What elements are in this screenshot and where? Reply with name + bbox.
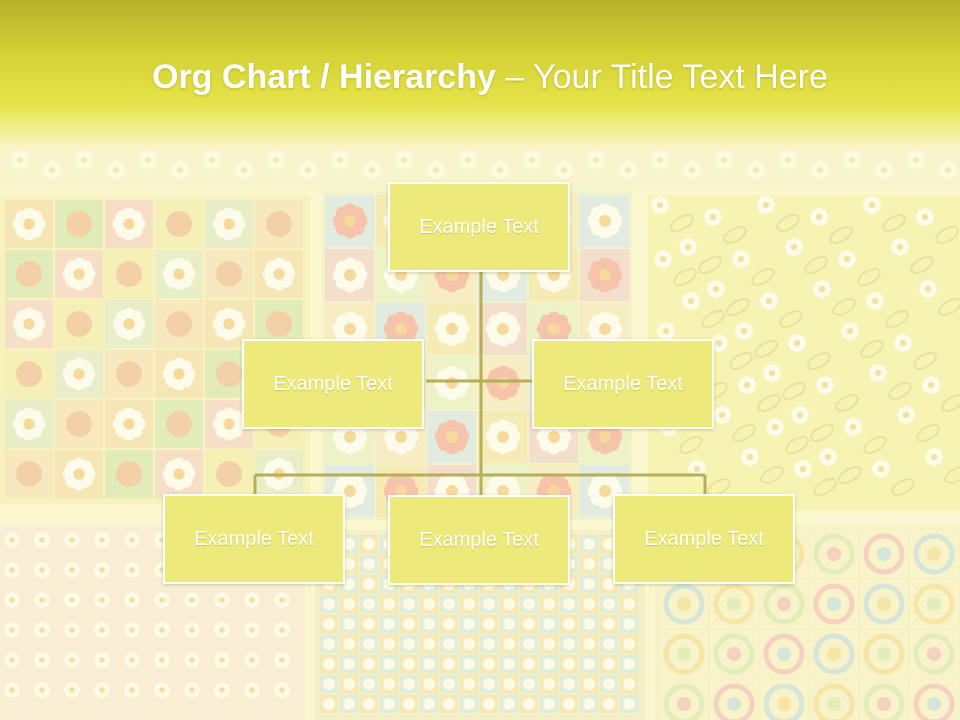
org-node-label: Example Text xyxy=(644,527,764,550)
org-node-root[interactable]: Example Text xyxy=(388,182,570,272)
title-light: – Your Title Text Here xyxy=(495,58,828,96)
org-node-label: Example Text xyxy=(273,372,393,395)
org-node-label: Example Text xyxy=(563,372,683,395)
org-node-level1-left[interactable]: Example Text xyxy=(242,339,424,429)
slide-title: Org Chart / Hierarchy – Your Title Text … xyxy=(152,52,828,102)
org-node-label: Example Text xyxy=(194,527,314,550)
org-node-level2-left[interactable]: Example Text xyxy=(163,494,345,584)
org-node-level1-right[interactable]: Example Text xyxy=(532,339,714,429)
title-strong: Org Chart / Hierarchy xyxy=(152,58,496,96)
title-bar xyxy=(0,0,960,150)
org-node-level2-middle[interactable]: Example Text xyxy=(388,495,570,585)
org-node-label: Example Text xyxy=(419,528,539,551)
org-node-level2-right[interactable]: Example Text xyxy=(613,494,795,584)
org-node-label: Example Text xyxy=(419,215,539,238)
